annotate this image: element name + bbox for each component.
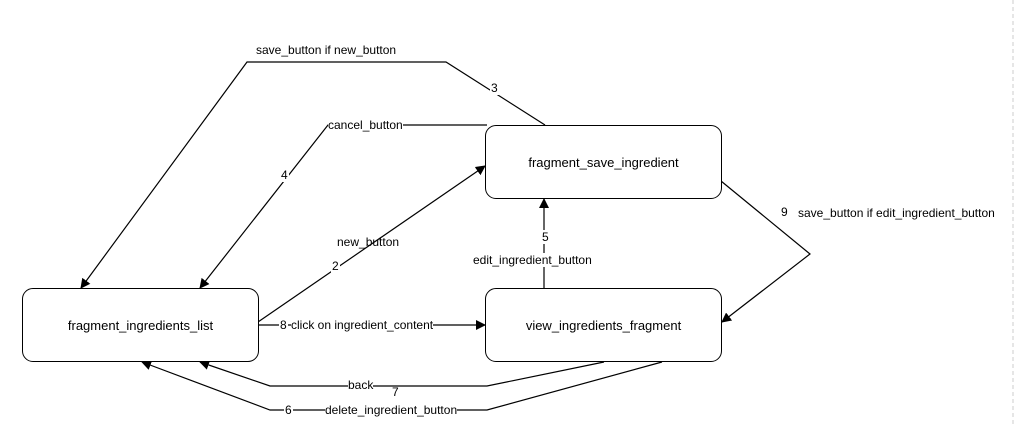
edge-new-connector [257,165,486,323]
edge-label-click: click on ingredient_content [291,318,434,332]
edge-label-back: back [348,378,374,392]
edge-save-edit-connector [720,180,811,323]
edge-number-delete: 6 [284,403,293,417]
node-label: view_ingredients_fragment [525,317,682,333]
edge-number-save-edit: 9 [781,205,788,219]
edge-number-click: 8 [279,318,288,332]
edge-number-new: 2 [331,259,340,273]
edge-number-save-new: 3 [490,81,499,95]
edge-label-edit: edit_ingredient_button [473,253,592,267]
edge-number-edit: 5 [541,230,550,244]
edge-back-connector [199,360,605,387]
node-label: fragment_ingredients_list [67,317,214,333]
node-view-ingredients-fragment[interactable]: view_ingredients_fragment [485,288,722,362]
edge-label-cancel: cancel_button [328,118,403,132]
edge-number-back: 7 [392,385,399,399]
edge-label-save-new: save_button if new_button [256,43,397,57]
edge-label-new: new_button [337,235,400,249]
edge-number-cancel: 4 [280,168,289,182]
edge-label-save-edit: save_button if edit_ingredient_button [798,206,995,220]
node-fragment-ingredients-list[interactable]: fragment_ingredients_list [22,288,259,362]
edge-label-delete: delete_ingredient_button [325,403,458,417]
node-fragment-save-ingredient[interactable]: fragment_save_ingredient [485,125,722,199]
node-label: fragment_save_ingredient [528,154,679,170]
